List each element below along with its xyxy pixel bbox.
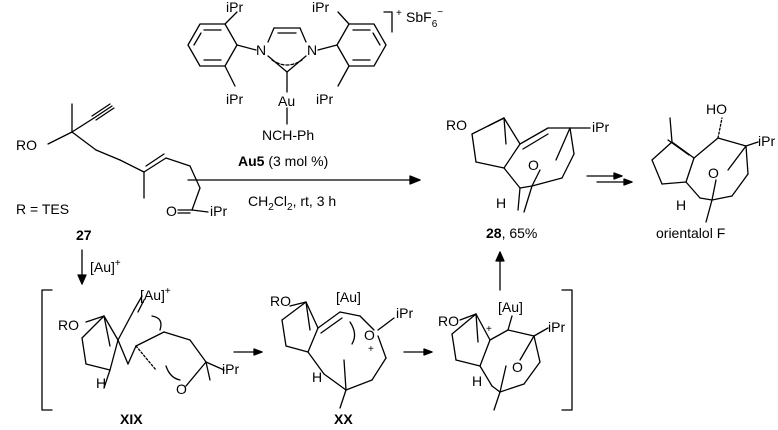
nitrogen-label: N: [256, 42, 266, 58]
product-28-structure: [471, 117, 591, 213]
ipr-label: iPr: [548, 319, 565, 335]
ipr-label: iPr: [316, 91, 333, 107]
intermediate-xix-label: XIX: [120, 411, 143, 427]
carbonyl-oxygen: O: [176, 381, 187, 397]
target-name: orientalol F: [656, 225, 725, 241]
ro-label: RO: [446, 117, 467, 133]
ipr-label: iPr: [396, 305, 413, 321]
oxonium-oxygen: O: [364, 327, 375, 343]
oxonium-charge: +: [368, 344, 374, 355]
intermediate-xx-label: XX: [334, 411, 353, 427]
gold-label: [Au]: [336, 289, 361, 305]
ro-label: RO: [16, 137, 37, 153]
carbocation-charge: +: [486, 324, 492, 335]
intermediate-xx-structure: [281, 301, 395, 409]
ro-label: RO: [438, 313, 459, 329]
reaction-conditions: CH2Cl2, rt, 3 h: [248, 193, 336, 213]
product-yield: 28, 65%: [486, 225, 537, 241]
right-bracket: [561, 289, 573, 411]
h-label: H: [312, 369, 322, 385]
ro-label: RO: [270, 293, 291, 309]
catalyst-structure: [187, 11, 393, 125]
h-label: H: [96, 375, 106, 391]
intermediate-xix-structure: [81, 295, 225, 389]
catalyst-loading: Au5 (3 mol %): [238, 153, 328, 169]
ipr-label: iPr: [758, 133, 775, 149]
ipr-label: iPr: [312, 0, 329, 15]
complex-charge: +: [396, 8, 402, 19]
ipr-label: iPr: [222, 361, 239, 377]
nitrogen-label: N: [307, 42, 317, 58]
orientalol-f-structure: [651, 117, 759, 223]
intermediate-cation-structure: [451, 313, 549, 411]
gold-catalyst-label: [Au]+: [90, 258, 121, 275]
ro-label: RO: [58, 317, 79, 333]
compound-number-27: 27: [76, 227, 92, 243]
r-group-definition: R = TES: [16, 201, 69, 217]
bridge-oxygen: O: [512, 359, 523, 375]
left-bracket: [41, 289, 53, 411]
bridge-oxygen: O: [708, 165, 719, 181]
h-label: H: [496, 195, 506, 211]
ligand-label: NCH-Ph: [262, 127, 314, 143]
gold-label: [Au]: [498, 299, 523, 315]
gold-label: Au: [278, 93, 295, 109]
bridge-oxygen: O: [528, 157, 539, 173]
counterion-label: SbF6−: [406, 7, 443, 30]
gold-label: [Au]+: [140, 286, 171, 303]
ipr-label: iPr: [226, 0, 243, 15]
ipr-label: iPr: [592, 119, 609, 135]
h-label: H: [472, 373, 482, 389]
h-label: H: [676, 197, 686, 213]
ipr-label: iPr: [210, 203, 227, 219]
hydroxyl-label: HO: [706, 101, 727, 117]
ipr-label: iPr: [226, 91, 243, 107]
multistep-arrow: [586, 172, 633, 186]
carbonyl-oxygen: O: [166, 203, 177, 219]
reactant-27-structure: [47, 103, 209, 214]
